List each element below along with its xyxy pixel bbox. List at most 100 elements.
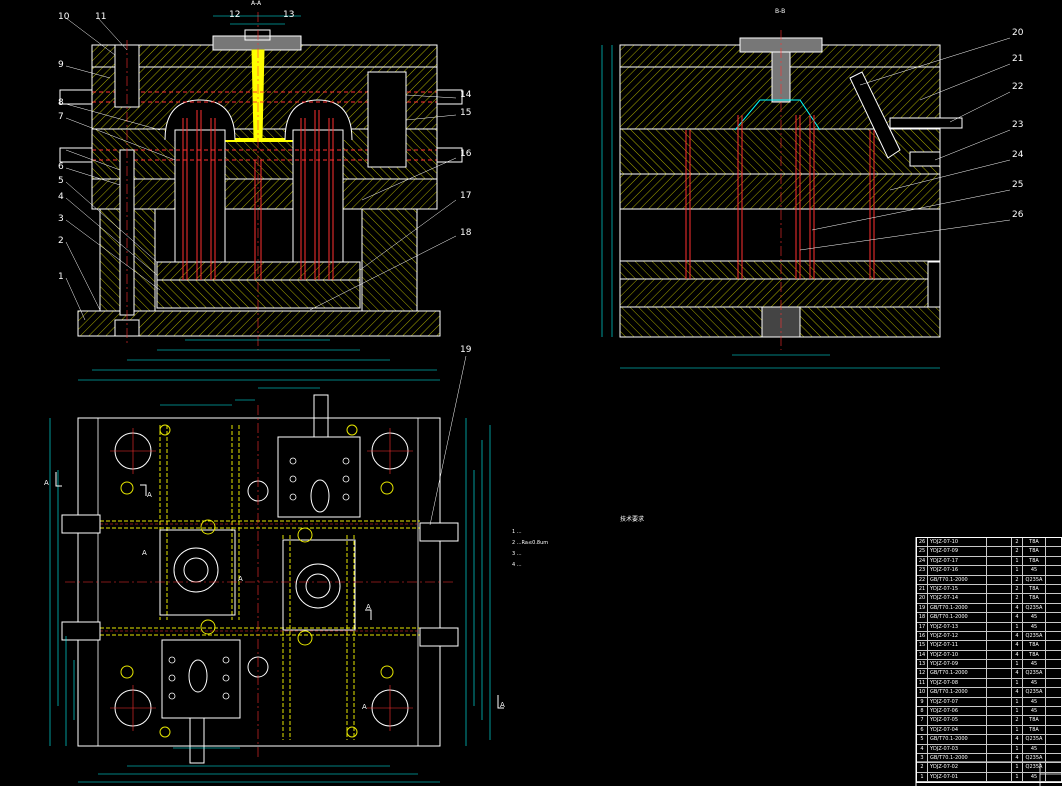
bom-cell-no: 13 xyxy=(917,660,928,669)
bom-cell-mat: Q235A xyxy=(1023,735,1046,744)
bom-cell-no: 2 xyxy=(917,763,928,772)
note-line-2: 2 ...Ra≤0.8um xyxy=(512,540,549,546)
bom-cell-no: 25 xyxy=(917,547,928,556)
bom-cell-mat: 45 xyxy=(1023,660,1046,669)
bom-cell-remark xyxy=(1046,688,1061,696)
bom-cell-code: GB/T70.1-2000 xyxy=(928,575,987,584)
bom-cell-name xyxy=(987,613,1012,622)
bom-cell-qty: 1 xyxy=(1012,660,1023,669)
bom-cell-mat: T8A xyxy=(1023,547,1046,556)
bom-cell-remark xyxy=(1046,651,1061,659)
bom-cell-name xyxy=(987,763,1012,772)
bom-cell-qty: 4 xyxy=(1012,735,1023,744)
bom-cell-code: YDJZ-07-12 xyxy=(928,631,987,641)
bom-cell-no: 20 xyxy=(917,594,928,603)
bom-cell-code: YDJZ-07-07 xyxy=(928,697,987,707)
bom-cell-qty: 2 xyxy=(1012,538,1023,547)
section-mark: A xyxy=(362,703,367,711)
bom-cell-name xyxy=(987,753,1012,763)
bom-cell-no: 24 xyxy=(917,556,928,566)
bom-cell-remark xyxy=(1046,745,1061,753)
bom-cell-name xyxy=(987,716,1012,725)
part-label-26: 26 xyxy=(1012,210,1024,220)
bom-cell-name xyxy=(987,594,1012,603)
section-mark: A xyxy=(366,603,371,611)
bom-cell-code: GB/T70.1-2000 xyxy=(928,669,987,678)
bom-cell-name xyxy=(987,725,1012,735)
section-mark: A xyxy=(500,701,505,709)
part-label-24: 24 xyxy=(1012,150,1024,160)
part-label-6: 6 xyxy=(58,162,64,172)
part-label-10: 10 xyxy=(58,12,70,22)
bom-cell-name xyxy=(987,744,1012,753)
part-label-25: 25 xyxy=(1012,180,1024,190)
bom-cell-remark xyxy=(1046,735,1061,743)
bom-cell-mat: 45 xyxy=(1023,613,1046,622)
bom-cell-mat: T8A xyxy=(1023,716,1046,725)
bom-cell-qty: 4 xyxy=(1012,650,1023,660)
bom-cell-name xyxy=(987,603,1012,613)
bom-cell-no: 4 xyxy=(917,744,928,753)
bom-cell-remark xyxy=(1046,641,1061,649)
bom-cell-no: 8 xyxy=(917,707,928,716)
bom-cell-remark xyxy=(1046,632,1061,640)
bom-cell-no: 26 xyxy=(917,538,928,547)
part-label-11: 11 xyxy=(95,12,107,22)
bom-cell-remark xyxy=(1046,707,1061,715)
part-label-17: 17 xyxy=(460,191,472,201)
bom-cell-qty: 2 xyxy=(1012,594,1023,603)
bom-cell-mat: T8A xyxy=(1023,641,1046,650)
bom-cell-mat: T8A xyxy=(1023,556,1046,566)
bom-cell-qty: 1 xyxy=(1012,763,1023,772)
bom-cell-mat: 45 xyxy=(1023,678,1046,688)
section-mark: A xyxy=(142,549,147,557)
part-label-9: 9 xyxy=(58,60,64,70)
note-line-3: 3 ... xyxy=(512,551,522,557)
bom-cell-qty: 1 xyxy=(1012,707,1023,716)
bom-cell-qty: 4 xyxy=(1012,688,1023,697)
bom-cell-no: 18 xyxy=(917,613,928,622)
note-line-1: 1 ... xyxy=(512,529,522,535)
bom-cell-remark xyxy=(1046,604,1061,612)
bom-cell-no: 1 xyxy=(917,772,928,782)
bom-cell-no: 9 xyxy=(917,697,928,707)
bom-cell-no: 16 xyxy=(917,631,928,641)
bom-cell-no: 19 xyxy=(917,603,928,613)
bom-cell-no: 11 xyxy=(917,678,928,688)
right-section-view xyxy=(601,30,1011,369)
bom-cell-remark xyxy=(1046,716,1061,724)
bom-cell-mat: 45 xyxy=(1023,744,1046,753)
bom-cell-code: YDJZ-07-05 xyxy=(928,716,987,725)
bom-cell-code: YDJZ-07-09 xyxy=(928,660,987,669)
bom-cell-remark xyxy=(1046,576,1061,584)
part-label-22: 22 xyxy=(1012,82,1024,92)
bom-cell-mat: Q235A xyxy=(1023,753,1046,763)
bom-cell-mat: Q235A xyxy=(1023,763,1046,772)
bom-cell-qty: 4 xyxy=(1012,613,1023,622)
bom-cell-code: YDJZ-07-13 xyxy=(928,622,987,631)
bom-cell-code: YDJZ-07-03 xyxy=(928,744,987,753)
bom-cell-mat: 45 xyxy=(1023,622,1046,631)
bom-cell-no: 22 xyxy=(917,575,928,584)
bom-cell-qty: 1 xyxy=(1012,622,1023,631)
bom-cell-qty: 1 xyxy=(1012,725,1023,735)
bom-cell-qty: 1 xyxy=(1012,772,1023,782)
bom-cell-mat: T8A xyxy=(1023,725,1046,735)
bom-cell-remark xyxy=(1046,594,1061,602)
bom-cell-mat: Q235A xyxy=(1023,669,1046,678)
bom-cell-code: YDJZ-07-16 xyxy=(928,566,987,575)
bom-cell-code: YDJZ-07-02 xyxy=(928,763,987,772)
bom-cell-no: 7 xyxy=(917,716,928,725)
section-right-title: B-B xyxy=(775,8,786,15)
bom-cell-qty: 4 xyxy=(1012,631,1023,641)
bom-cell-name xyxy=(987,697,1012,707)
notes-title: 技术要求 xyxy=(619,516,644,523)
